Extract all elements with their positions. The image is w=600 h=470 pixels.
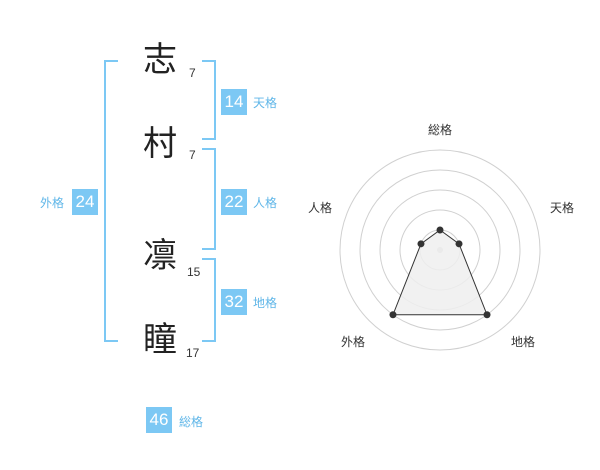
chikaku-label: 地格 bbox=[253, 296, 278, 310]
radar-ring bbox=[359, 169, 521, 331]
jinkaku-badge: 22 bbox=[221, 189, 247, 215]
gaikaku-bracket bbox=[104, 60, 118, 342]
tenkaku-bracket bbox=[202, 60, 216, 140]
soukaku-badge: 46 bbox=[146, 407, 172, 433]
gaikaku-badge: 24 bbox=[72, 189, 98, 215]
jinkaku-bracket bbox=[202, 148, 216, 250]
tenkaku-badge: 14 bbox=[221, 89, 247, 115]
radar-axis-label-tenkaku: 天格 bbox=[550, 201, 575, 215]
radar-point-5 bbox=[417, 240, 425, 248]
stroke-count-2: 7 bbox=[189, 148, 196, 162]
radar-axis-label-gaikaku: 外格 bbox=[341, 335, 366, 349]
soukaku-label: 総格 bbox=[179, 415, 204, 429]
radar-point-3 bbox=[483, 311, 491, 319]
kanji-char-2: 村 bbox=[143, 124, 177, 164]
radar-axis-label-chikaku: 地格 bbox=[511, 335, 536, 349]
radar-area bbox=[392, 229, 488, 316]
radar-ring bbox=[339, 149, 541, 351]
radar-axis-label-soukaku: 総格 bbox=[428, 123, 453, 137]
kanji-char-1: 志 bbox=[143, 40, 177, 80]
kanji-char-3: 凛 bbox=[143, 236, 177, 276]
stroke-count-4: 17 bbox=[186, 346, 200, 360]
stroke-count-1: 7 bbox=[189, 66, 196, 80]
gaikaku-label: 外格 bbox=[40, 196, 65, 210]
radar-point-1 bbox=[436, 226, 444, 234]
jinkaku-label: 人格 bbox=[253, 196, 278, 210]
stroke-count-3: 15 bbox=[187, 265, 201, 279]
radar-point-4 bbox=[389, 311, 397, 319]
radar-axis-label-jinkaku: 人格 bbox=[308, 201, 333, 215]
chikaku-bracket bbox=[202, 258, 216, 342]
kanji-char-4: 瞳 bbox=[143, 320, 177, 360]
radar-points bbox=[389, 226, 491, 319]
radar-point-2 bbox=[455, 240, 463, 248]
chikaku-badge: 32 bbox=[221, 289, 247, 315]
tenkaku-label: 天格 bbox=[253, 96, 278, 110]
